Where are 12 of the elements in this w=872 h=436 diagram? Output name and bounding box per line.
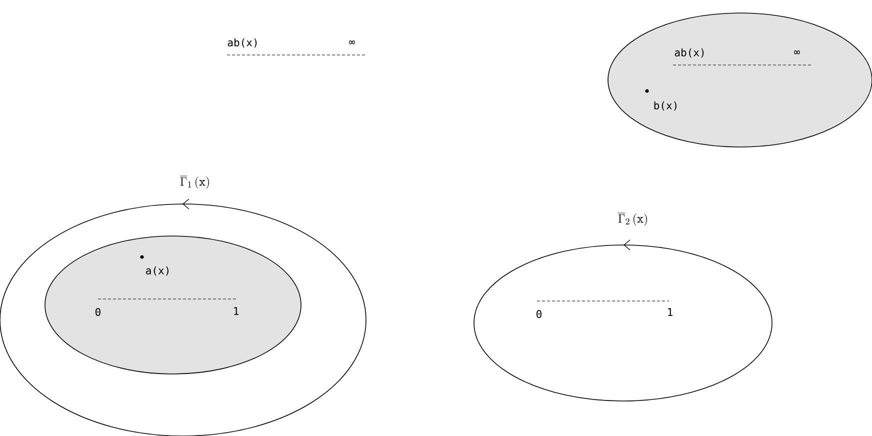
point-label: 1	[668, 308, 672, 316]
point-label: $\overline{\Gamma}_{1}\,\mathtt{(x)}$	[180, 176, 209, 189]
point-label: $\overline{\Gamma}_{2}\,\mathtt{(x)}$	[618, 213, 647, 226]
point-label: 1	[234, 307, 238, 315]
point-label: 0	[536, 310, 542, 318]
point-label: b(x)	[654, 101, 676, 111]
point-label: a(x)	[146, 266, 168, 276]
point-label: 0	[96, 308, 100, 316]
point-label: ∞	[794, 50, 800, 54]
point-label: ab(x)	[674, 48, 704, 58]
point-label: ab(x)	[228, 38, 257, 48]
point-label: ∞	[349, 40, 355, 44]
